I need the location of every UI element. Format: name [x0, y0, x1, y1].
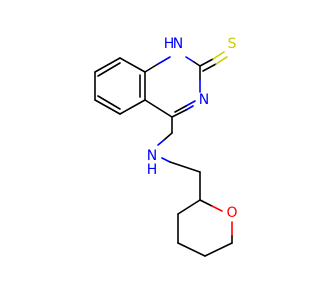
bond-c2-s-a	[199, 58, 214, 67]
bond-c2thf-o	[199, 199, 213, 207]
bond-c4thf-c3thf	[177, 242, 206, 257]
bond-c2thf-o-o	[211, 205, 223, 212]
bond-nh-ch2	[169, 161, 201, 173]
bond-c3thf-c2thf-b	[177, 199, 201, 215]
atom-label-o: O	[226, 205, 237, 221]
structure-diagram: H N S N N H O	[94, 36, 238, 257]
bond-c4a-c5	[119, 99, 146, 115]
bond-c8a-c8-inner	[97, 62, 121, 77]
bond-c5thf-c4thf	[204, 242, 233, 257]
bond-c8-c7	[119, 57, 146, 73]
bond-c2-s-b	[202, 63, 217, 72]
bond-c8a-n1-n	[157, 56, 171, 65]
bond-c2-s-a-s	[212, 51, 225, 60]
bond-c2-s-b-s	[215, 56, 228, 65]
bond-n3-c4	[171, 109, 187, 118]
bond-n3-c4-inner	[174, 105, 187, 113]
atom-label-n1: N	[173, 36, 183, 52]
bond-nh-ch2-n	[161, 157, 171, 163]
atom-label-n-amine: N	[147, 148, 157, 164]
bond-n1-c2-n	[185, 56, 195, 63]
bond-c4-nh-b	[163, 132, 173, 141]
bond-c8a-c8	[94, 57, 121, 73]
atom-label-layer: H N S N N H O	[147, 36, 238, 221]
atom-label-h-amine: H	[147, 162, 158, 178]
bond-n3-c4-n	[185, 105, 194, 111]
bond-c5-c6	[94, 99, 121, 115]
bond-c4-nh-n	[157, 139, 165, 146]
atom-label-n3: N	[199, 92, 209, 108]
bond-c8a-n1	[144, 63, 159, 73]
molecule-canvas: H N S N N H O	[94, 36, 238, 257]
bond-c4-c4a	[144, 99, 173, 118]
bond-layer	[94, 51, 233, 257]
bond-n3-c4-inner-n	[185, 100, 196, 107]
bond-n1-c2	[193, 61, 201, 67]
atom-label-s: S	[228, 36, 237, 52]
bond-c5-c6-inner	[97, 95, 121, 110]
atom-label-h-ring: H	[164, 36, 175, 52]
